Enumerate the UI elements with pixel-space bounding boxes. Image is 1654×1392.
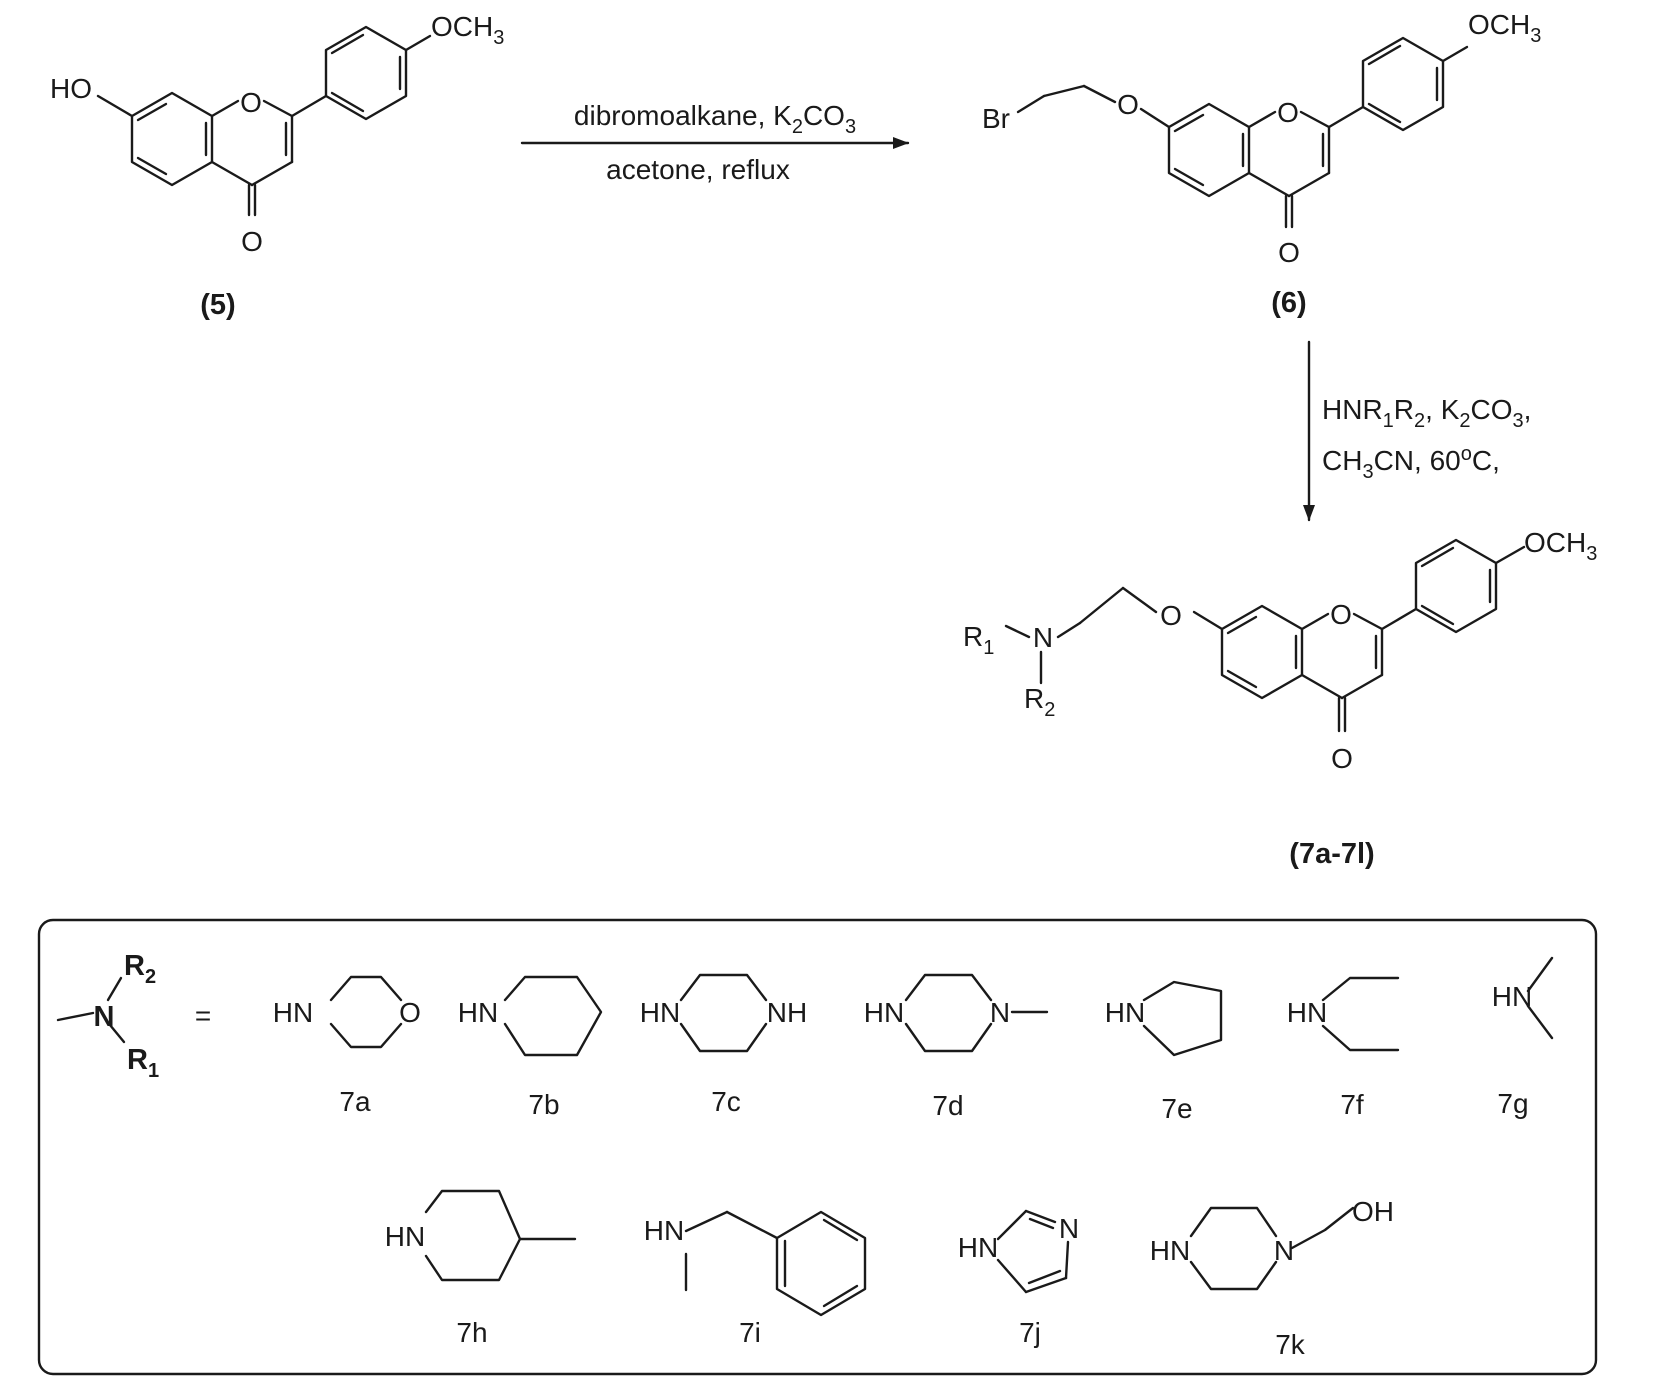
- methylpiperidine-structure: [424, 1189, 577, 1282]
- methoxy-label: OCH3: [1524, 527, 1597, 565]
- compound-6-structure: [1016, 36, 1469, 229]
- methylbenzylamine-hn-label: HN: [644, 1215, 684, 1246]
- ring-oxygen-label: O: [1330, 599, 1352, 630]
- compound-6-label: (6): [1271, 287, 1306, 319]
- morpholine-o-label: O: [399, 997, 421, 1028]
- piperazinylmethanol-structure: [1189, 1206, 1355, 1291]
- label-7h: 7h: [456, 1317, 487, 1348]
- label-7i: 7i: [739, 1317, 761, 1348]
- morpholine-ring: [329, 975, 403, 1049]
- ring-oxygen-label: O: [240, 87, 262, 118]
- imidazole-ring: [996, 1209, 1070, 1294]
- generic-r2-label: R2: [124, 950, 156, 988]
- equals-sign: =: [195, 1000, 211, 1031]
- amine-nitrogen-label: N: [1033, 622, 1053, 653]
- ring-oxygen-label: O: [1277, 97, 1299, 128]
- label-7c: 7c: [711, 1086, 741, 1117]
- piperazine-ring: [679, 973, 768, 1053]
- ether-oxygen-label: O: [1117, 89, 1139, 120]
- step1-conditions-line1: dibromoalkane, K2CO3: [574, 100, 856, 138]
- methoxy-label: OCH3: [1468, 9, 1541, 47]
- label-7k: 7k: [1275, 1329, 1306, 1360]
- step1-conditions-line2: acetone, reflux: [606, 154, 790, 185]
- carbonyl-oxygen-label: O: [241, 226, 263, 257]
- methoxy-label: OCH3: [431, 11, 504, 49]
- methylbenzylamine-structure: [684, 1210, 867, 1317]
- step2-conditions-line1: HNR1R2, K2CO3,: [1322, 394, 1531, 432]
- compound-7-structure: [1004, 538, 1526, 733]
- compound-5-label: (5): [200, 289, 235, 321]
- hydroxyl-label: HO: [50, 73, 92, 104]
- compound-7-label: (7a-7l): [1289, 838, 1374, 870]
- pyrrolidine-hn-label: HN: [1105, 997, 1145, 1028]
- piperazinylmethanol-hn-label: HN: [1150, 1235, 1190, 1266]
- ether-oxygen-label: O: [1160, 600, 1182, 631]
- pyrrolidine-ring: [1142, 980, 1223, 1057]
- r2-label: R2: [1024, 683, 1055, 721]
- step2-conditions-line2: CH3CN, 60oC,: [1322, 443, 1500, 483]
- diethylamine-structure: [1321, 976, 1400, 1052]
- dimethylamine-structure: [1526, 956, 1554, 1040]
- bromine-label: Br: [982, 103, 1010, 134]
- carbonyl-oxygen-label: O: [1331, 743, 1353, 774]
- label-7d: 7d: [932, 1090, 963, 1121]
- amine-substituent-box: [37, 918, 1598, 1376]
- generic-amine-structure: [56, 976, 126, 1044]
- imidazole-n-label: N: [1059, 1213, 1079, 1244]
- label-7g: 7g: [1497, 1088, 1528, 1119]
- label-7f: 7f: [1340, 1089, 1364, 1120]
- piperazine-nh-label: NH: [767, 997, 807, 1028]
- label-7b: 7b: [528, 1089, 559, 1120]
- piperazinylmethanol-n-label: N: [1274, 1235, 1294, 1266]
- label-7j: 7j: [1019, 1317, 1041, 1348]
- imidazole-hn-label: HN: [958, 1232, 998, 1263]
- label-7a: 7a: [339, 1086, 371, 1117]
- methylpiperazine-ring: [904, 973, 1049, 1053]
- label-7e: 7e: [1161, 1093, 1192, 1124]
- dimethylamine-hn-label: HN: [1492, 981, 1532, 1012]
- piperazine-hn-label: HN: [640, 997, 680, 1028]
- morpholine-hn-label: HN: [273, 997, 313, 1028]
- carbonyl-oxygen-label: O: [1278, 237, 1300, 268]
- methylpiperidine-hn-label: HN: [385, 1221, 425, 1252]
- methylpiperazine-n-label: N: [990, 997, 1010, 1028]
- piperidine-hn-label: HN: [458, 997, 498, 1028]
- generic-r1-label: R1: [127, 1044, 159, 1082]
- diethylamine-hn-label: HN: [1287, 997, 1327, 1028]
- methylpiperazine-hn-label: HN: [864, 997, 904, 1028]
- r1-label: R1: [963, 621, 994, 659]
- piperidine-ring: [503, 975, 603, 1057]
- hydroxyl-label: OH: [1352, 1196, 1394, 1227]
- compound-5-structure: [96, 25, 432, 217]
- generic-nitrogen-label: N: [94, 1001, 115, 1033]
